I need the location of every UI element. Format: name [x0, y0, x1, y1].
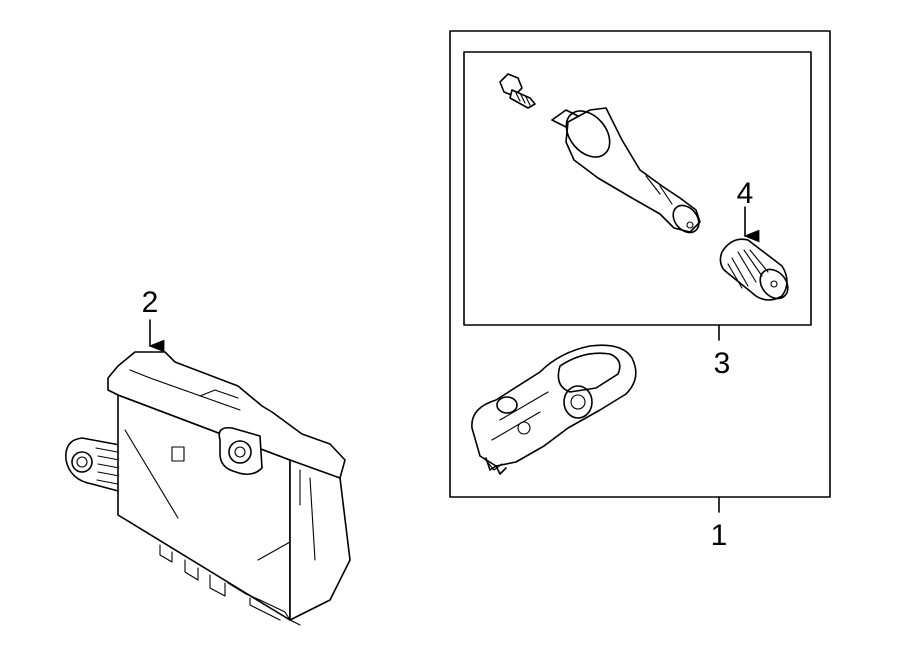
valve-screw-illustration: [499, 73, 536, 109]
assembly-outer-box: [449, 30, 831, 498]
valve-stem-illustration: [551, 107, 701, 234]
callout-1: 1: [711, 519, 728, 552]
callout-3: 3: [714, 347, 731, 380]
callout-2: 2: [142, 286, 159, 319]
valve-kit-inner-box: [463, 51, 812, 326]
control-module-illustration: [65, 351, 351, 626]
tpms-sensor-illustration: [471, 344, 637, 475]
callout-4: 4: [737, 177, 754, 210]
valve-cap-illustration: [719, 238, 789, 301]
